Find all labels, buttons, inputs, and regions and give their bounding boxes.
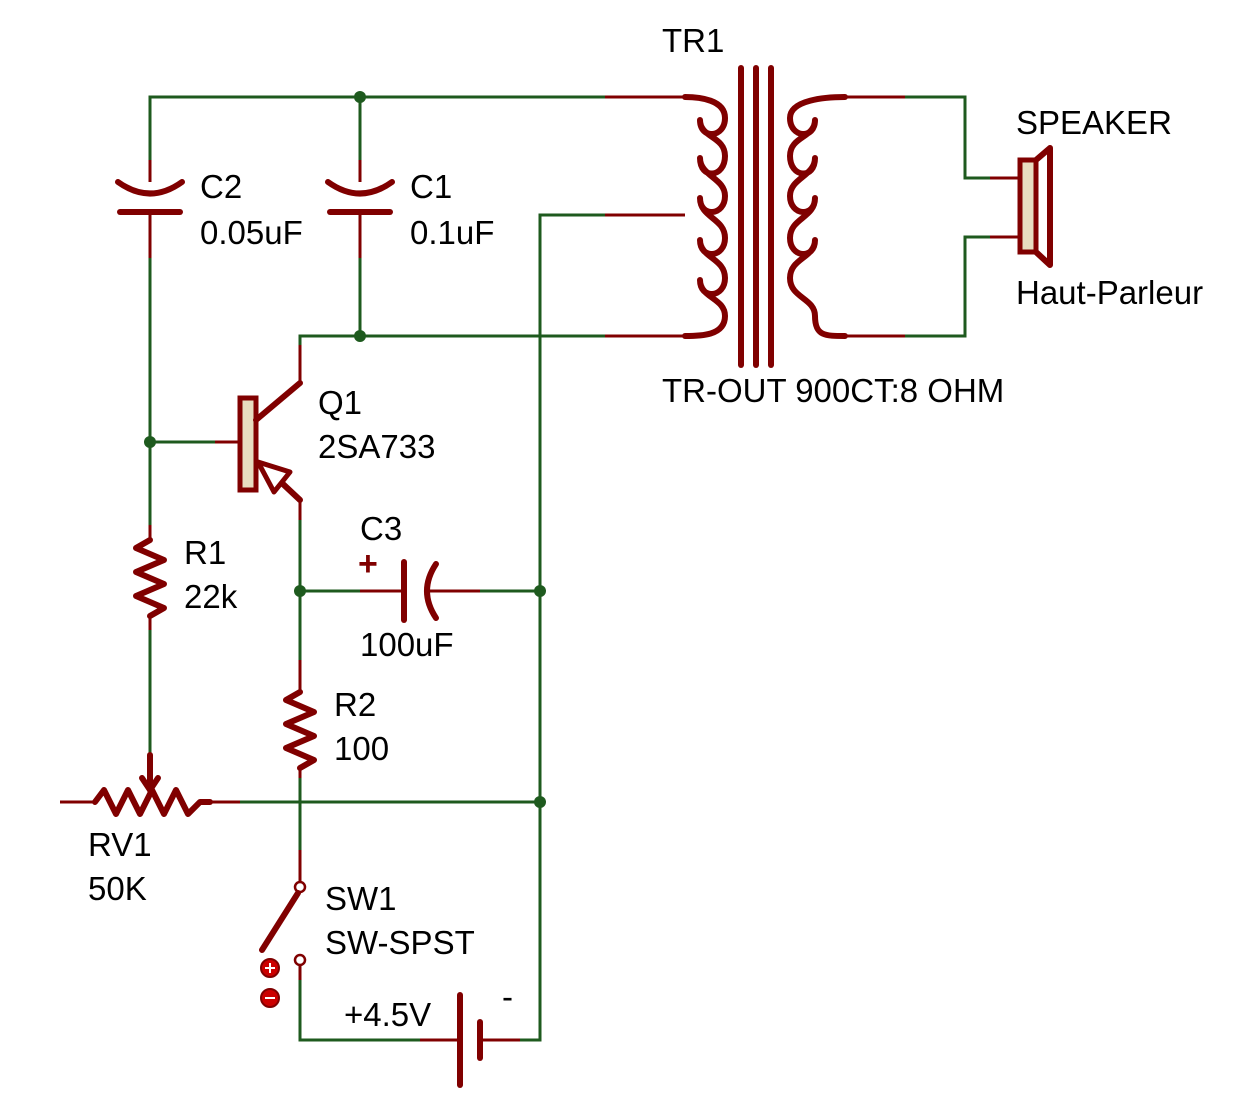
transformer-tr1: TR1 TR-OUT 900CT:8 OHM — [605, 22, 1004, 409]
wires — [148, 95, 990, 1042]
battery: +4.5V - — [344, 978, 520, 1088]
speaker-cone — [1033, 145, 1053, 268]
c2-ref: C2 — [200, 168, 242, 205]
switch-contact-bottom — [293, 953, 307, 967]
resistor-r2: R2 100 — [283, 660, 389, 778]
sw1-ref: SW1 — [325, 880, 397, 917]
c1-value: 0.1uF — [410, 214, 494, 251]
sw1-value: SW-SPST — [325, 924, 475, 961]
capacitor-c3: + C3 100uF — [358, 510, 480, 663]
c2-value: 0.05uF — [200, 214, 303, 251]
c3-value: 100uF — [360, 626, 454, 663]
battery-negative-sign: - — [502, 978, 513, 1015]
junction-dot — [294, 585, 306, 597]
r2-value: 100 — [334, 730, 389, 767]
tr1-ref: TR1 — [662, 22, 724, 59]
r2-ref: R2 — [334, 686, 376, 723]
junction-dot — [354, 330, 366, 342]
junction-dot — [354, 91, 366, 103]
junctions — [144, 91, 546, 808]
battery-voltage: +4.5V — [344, 996, 431, 1033]
speaker-value: Haut-Parleur — [1016, 274, 1203, 311]
q1-value: 2SA733 — [318, 428, 435, 465]
junction-dot — [534, 796, 546, 808]
r1-value: 22k — [184, 578, 238, 615]
transistor-q1: Q1 2SA733 — [215, 345, 435, 520]
rv1-value: 50K — [88, 870, 147, 907]
junction-dot — [534, 585, 546, 597]
tr1-value: TR-OUT 900CT:8 OHM — [662, 372, 1004, 409]
c3-ref: C3 — [360, 510, 402, 547]
q1-ref: Q1 — [318, 384, 362, 421]
speaker-ref: SPEAKER — [1016, 104, 1172, 141]
speaker: SPEAKER Haut-Parleur — [990, 104, 1203, 311]
switch-sw1: SW1 SW-SPST — [259, 850, 475, 1008]
c1-ref: C1 — [410, 168, 452, 205]
probe-marker-icon — [260, 958, 280, 978]
r1-ref: R1 — [184, 534, 226, 571]
capacitor-c1: C1 0.1uF — [325, 160, 494, 258]
transistor-base-bar — [237, 395, 259, 493]
potentiometer-rv1: RV1 50K — [60, 752, 240, 907]
capacitor-c2: C2 0.05uF — [115, 160, 303, 258]
rv1-ref: RV1 — [88, 826, 152, 863]
speaker-magnet — [1017, 157, 1039, 255]
junction-dot — [144, 436, 156, 448]
probe-marker-icon — [260, 988, 280, 1008]
c3-polarity: + — [358, 545, 378, 583]
resistor-r1: R1 22k — [133, 525, 238, 630]
emitter-arrow — [255, 459, 293, 495]
